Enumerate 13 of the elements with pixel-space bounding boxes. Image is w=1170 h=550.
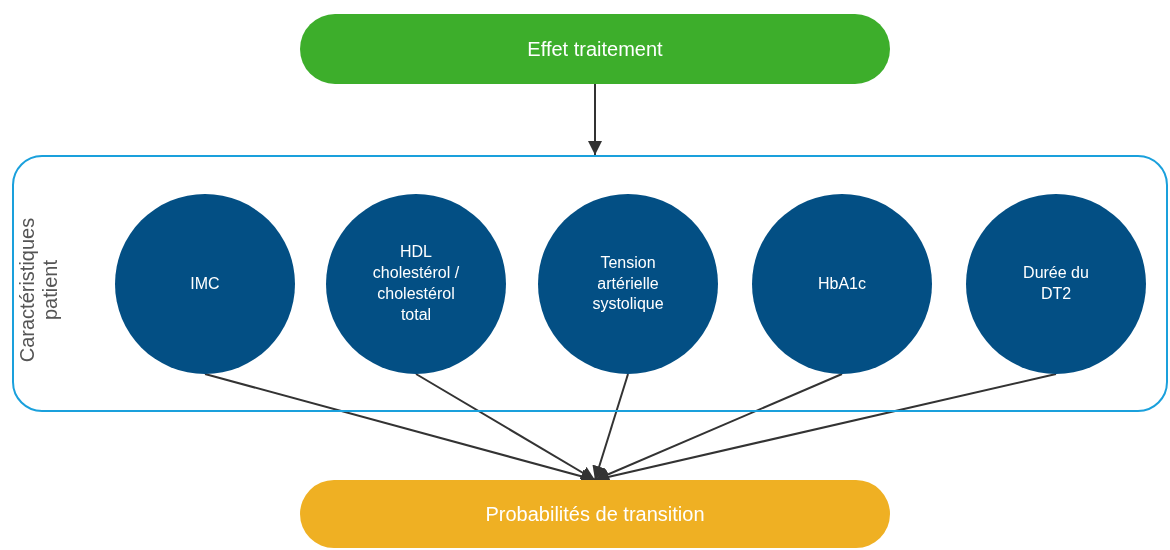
arrow [592, 373, 629, 481]
arrow [415, 373, 596, 481]
node-label: HDL cholestérol / cholestérol total [371, 242, 461, 325]
arrow [588, 83, 602, 156]
node-label: Tension artérielle systolique [591, 252, 665, 315]
group-frame [12, 155, 1168, 412]
node-label: HbA1c [818, 273, 866, 294]
node-label: IMC [190, 273, 220, 294]
node-label: Durée du DT2 [1022, 263, 1090, 304]
node-label: Effet traitement [527, 37, 663, 62]
arrow [594, 373, 843, 481]
group-title: Caractéristiques patient [16, 216, 62, 365]
node-label: Probabilités de transition [485, 502, 705, 527]
